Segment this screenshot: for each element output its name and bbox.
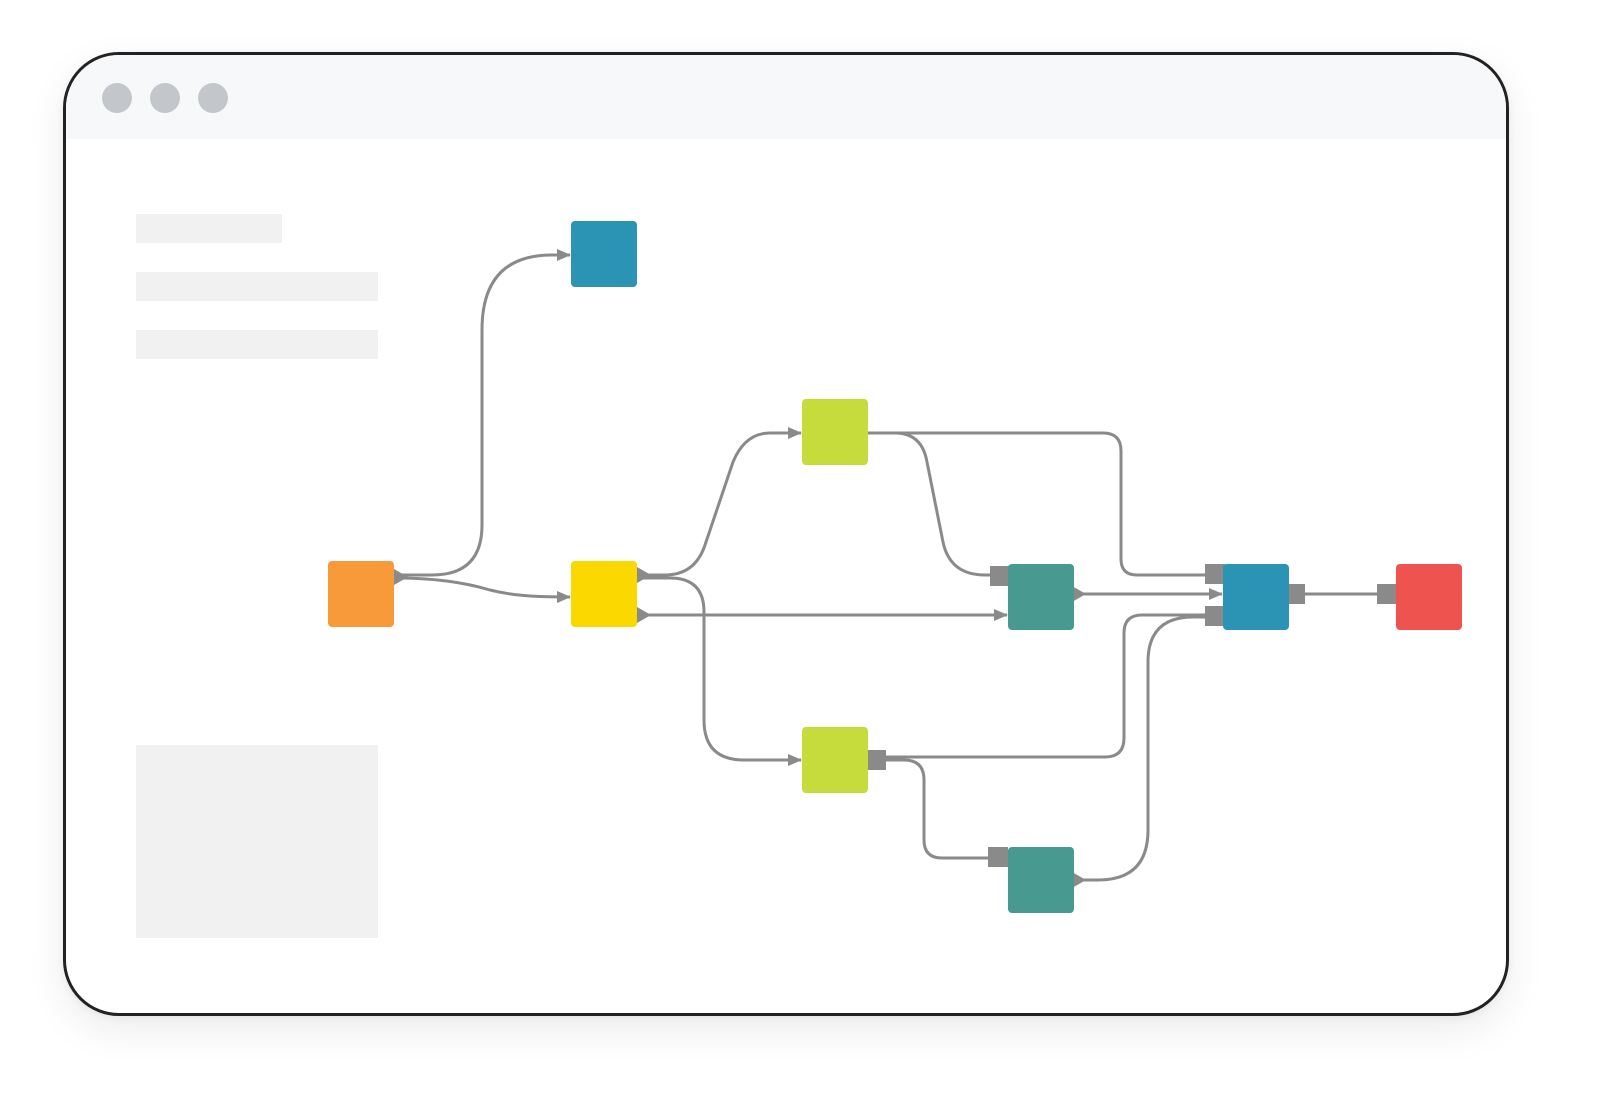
edge-source-to-top-output <box>396 249 571 577</box>
edge-lower-processor-to-merger <box>1072 615 1205 882</box>
edge-splitter-to-upper-branch <box>637 427 802 577</box>
edge-splitter-to-lower-branch <box>637 576 802 766</box>
nodes <box>328 221 1462 913</box>
edge-upper-branch-to-upper-processor <box>866 431 990 577</box>
source-output-port[interactable] <box>394 569 408 585</box>
sidebar-text-placeholder-1 <box>136 214 282 243</box>
upper-processor-output-port[interactable] <box>1072 586 1086 602</box>
edge-lower-branch-to-lower-processor <box>886 758 990 860</box>
merger-node[interactable] <box>1223 564 1289 630</box>
merger-input-port-1[interactable] <box>1205 564 1225 584</box>
window-control-dot-3[interactable] <box>198 83 228 113</box>
splitter-output-port-1[interactable] <box>637 567 651 583</box>
app-window <box>63 52 1509 1016</box>
upper-processor-input-port[interactable] <box>990 566 1010 586</box>
splitter-node[interactable] <box>571 561 637 627</box>
splitter-output-port-2[interactable] <box>637 607 651 623</box>
window-titlebar <box>66 55 1506 139</box>
upper-processor-node[interactable] <box>1008 564 1074 630</box>
merger-input-port-2[interactable] <box>1205 606 1225 626</box>
edge-lower-branch-to-merger <box>886 613 1205 759</box>
sidebar-image-placeholder <box>136 745 378 938</box>
edge-upper-branch-to-merger <box>866 431 1205 577</box>
top-output-node[interactable] <box>571 221 637 287</box>
lower-branch-node[interactable] <box>802 727 868 793</box>
lower-processor-input-port[interactable] <box>988 847 1008 867</box>
lower-processor-node[interactable] <box>1008 847 1074 913</box>
upper-branch-node[interactable] <box>802 399 868 465</box>
sidebar-text-placeholder-2 <box>136 272 378 301</box>
sink-node[interactable] <box>1396 564 1462 630</box>
window-control-dot-2[interactable] <box>150 83 180 113</box>
source-node[interactable] <box>328 561 394 627</box>
connectors <box>395 249 1380 882</box>
merger-output-port[interactable] <box>1285 584 1305 604</box>
sink-input-port[interactable] <box>1377 584 1397 604</box>
window-control-dot-1[interactable] <box>102 83 132 113</box>
ports <box>394 564 1397 888</box>
edge-source-to-splitter <box>395 576 571 603</box>
lower-branch-output-port[interactable] <box>866 750 886 770</box>
sidebar-text-placeholder-3 <box>136 330 378 359</box>
lower-processor-output-port[interactable] <box>1072 872 1086 888</box>
